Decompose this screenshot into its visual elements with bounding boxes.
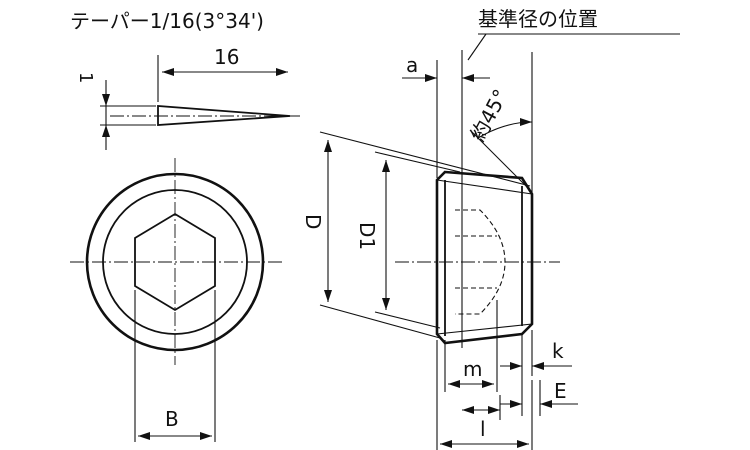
m-arrow-left — [448, 380, 460, 388]
angle-label: 約45° — [465, 85, 512, 145]
e-arrow-left — [510, 400, 522, 408]
d1-extension-top — [374, 151, 461, 173]
d-arrow-bottom — [324, 290, 332, 302]
taper-16-arrow-left — [162, 68, 174, 76]
m-arrow-right — [482, 380, 494, 388]
d-extension-top — [319, 131, 531, 187]
taper-wedge — [157, 105, 291, 126]
l-label: l — [480, 417, 486, 441]
d1-arrow-bottom — [382, 298, 390, 310]
reference-leader-line — [467, 33, 487, 61]
taper-16-arrow-right — [276, 68, 288, 76]
k-arrow-right — [532, 362, 544, 370]
d-extension-bottom — [319, 304, 441, 339]
angle-chamfer-leader — [469, 129, 531, 191]
a-arrow-left — [425, 74, 437, 82]
reference-diameter-label: 基準径の位置 — [478, 7, 598, 31]
e-label: E — [554, 379, 567, 403]
l-arrow-right — [517, 440, 529, 448]
e-arrow-right — [540, 400, 552, 408]
taper-1-arrow-top — [102, 94, 110, 106]
d1-extension-bottom — [374, 311, 441, 329]
k-arrow-left — [510, 362, 522, 370]
end-view: B — [70, 158, 282, 442]
d-arrow-top — [324, 140, 332, 152]
l-inner-arrow-right — [488, 406, 500, 414]
b-arrow-right — [200, 432, 212, 440]
hex-socket — [134, 212, 216, 312]
angle-arrow — [520, 118, 532, 126]
k-label: k — [552, 339, 564, 363]
d1-label: D1 — [355, 222, 379, 250]
m-label: m — [463, 357, 482, 381]
taper-1-arrow-bottom — [102, 125, 110, 137]
taper-detail: 16 1 — [75, 45, 300, 150]
b-label: B — [165, 407, 179, 431]
taper-16-label: 16 — [214, 45, 239, 69]
a-arrow-right — [462, 74, 474, 82]
chamfer-top — [436, 179, 533, 195]
taper-1-label: 1 — [75, 72, 96, 83]
l-arrow-left — [440, 440, 452, 448]
chamfer-bottom — [436, 323, 533, 335]
side-view: D D1 a 約45° m k — [301, 50, 578, 450]
d1-arrow-top — [382, 160, 390, 172]
plug-outline — [435, 170, 534, 345]
taper-label: テーパー1/16(3°34') — [70, 9, 264, 33]
b-arrow-left — [138, 432, 150, 440]
l-inner-arrow-left — [462, 406, 474, 414]
d-label: D — [301, 214, 325, 229]
a-label: a — [406, 53, 418, 77]
